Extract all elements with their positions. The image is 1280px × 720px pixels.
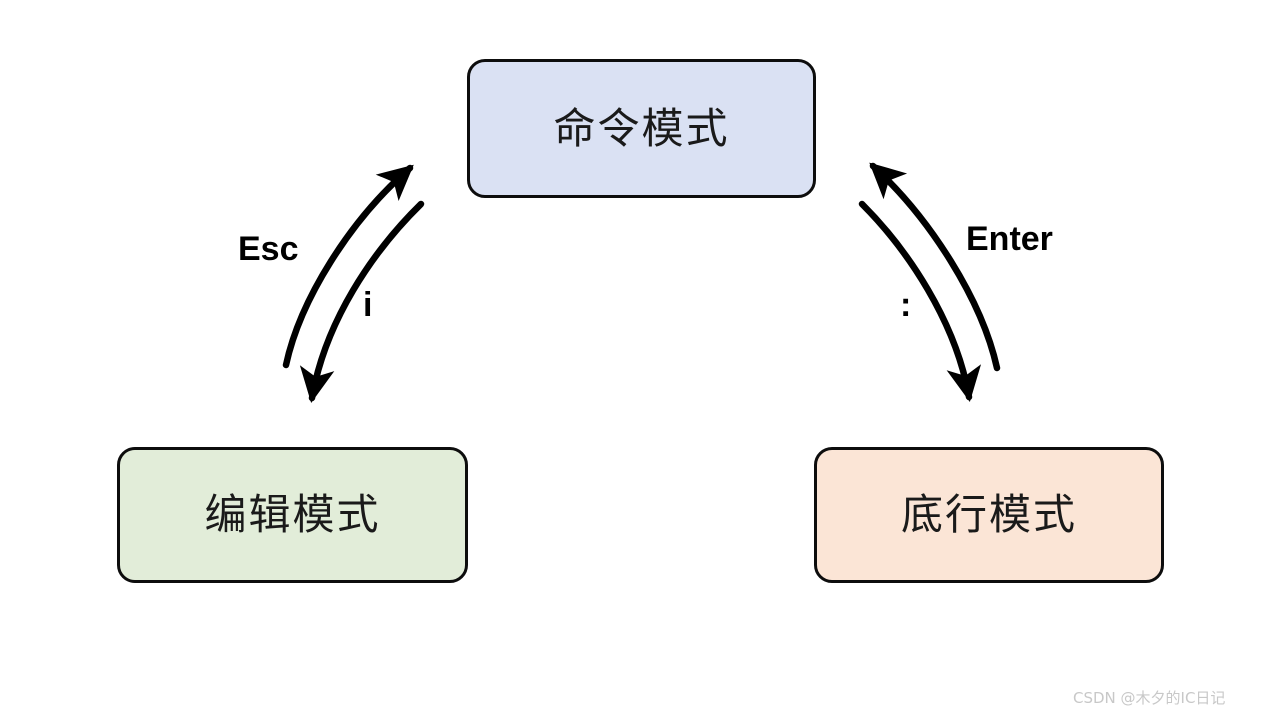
edge-label-esc: Esc [238,230,299,268]
arrow-colon [858,200,982,402]
node-lastline-mode-label: 底行模式 [900,490,1077,539]
arrow-enter [869,162,1001,372]
node-edit-mode[interactable]: 编辑模式 [117,447,468,583]
arrow-esc [282,164,414,369]
edge-label-enter: Enter [966,220,1053,258]
watermark: CSDN @木夕的IC日记 [1073,689,1226,707]
node-lastline-mode[interactable]: 底行模式 [814,447,1164,583]
edge-label-i: i [363,286,373,324]
node-edit-mode-label: 编辑模式 [204,490,381,539]
node-command-mode-label: 命令模式 [553,103,730,153]
node-command-mode[interactable]: 命令模式 [467,59,816,198]
arrow-i [299,200,425,403]
edge-label-colon: : [900,286,912,324]
